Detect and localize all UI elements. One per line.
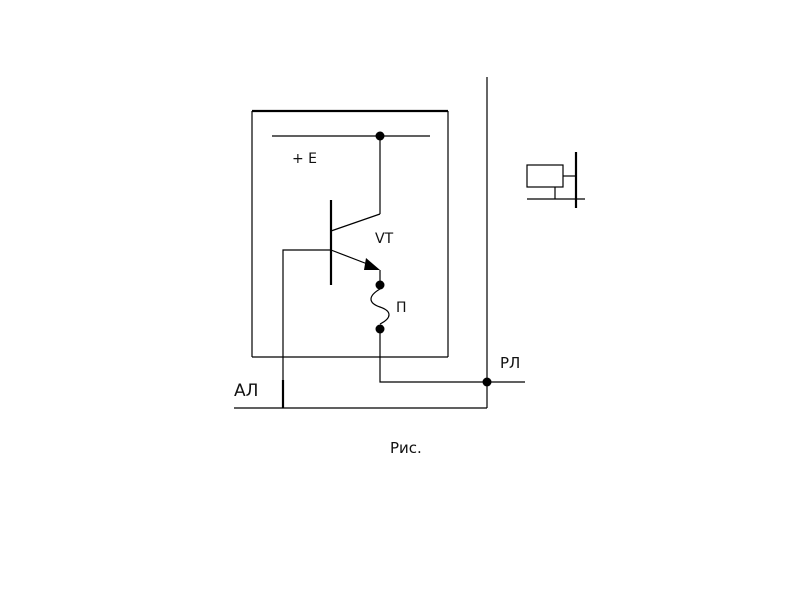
fuse-element [370, 288, 390, 325]
figure-caption: Рис. [390, 439, 422, 457]
fuse-p [370, 280, 390, 334]
transistor-label: VT [375, 231, 394, 247]
emitter-diagonal [330, 249, 371, 266]
fuse-bottom-node [375, 324, 385, 334]
fuse-label: П [396, 300, 407, 316]
alarm-line-label: АЛ [234, 381, 258, 401]
relay-line-label: РЛ [500, 354, 520, 372]
base-input-wire [282, 249, 331, 408]
device-enclosure [251, 109, 449, 358]
collector-diagonal [330, 213, 381, 232]
fuse-top-node [375, 280, 385, 290]
relay-symbol [526, 152, 585, 208]
supply-label: + E [292, 151, 317, 167]
relay-coil-box [526, 164, 564, 188]
transistor-vt [329, 136, 381, 285]
relay-line-wire [379, 333, 525, 383]
emitter-arrow-icon [364, 258, 380, 270]
